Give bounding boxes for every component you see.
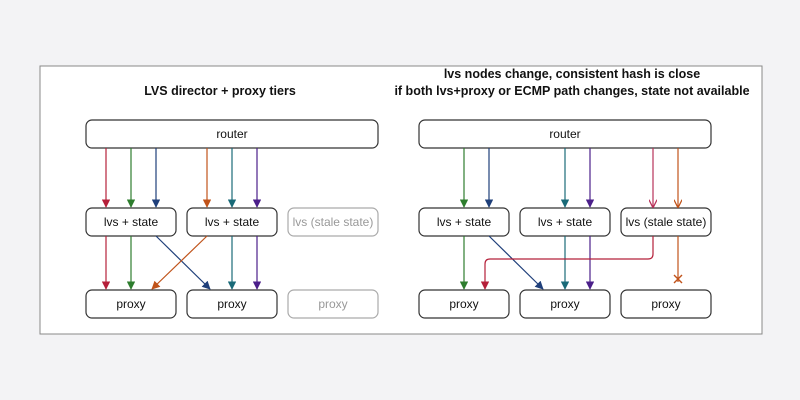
- left-router-label: router: [216, 127, 247, 141]
- left-proxy-box-1: [85, 289, 177, 319]
- left-router-node: router: [85, 119, 379, 149]
- right-arrow-lvs1-proxy2-navy: [488, 235, 544, 290]
- right-proxy-node-2: proxy: [519, 289, 611, 319]
- right-proxy-box-3: [620, 289, 712, 319]
- right-lvs-label-2: lvs + state: [538, 215, 593, 229]
- left-lvs-node-2: lvs + state: [186, 207, 278, 237]
- left-panel: LVS director + proxy tiers router lvs + …: [85, 84, 379, 319]
- right-arrow-lvs3-proxy1-red: [480, 236, 654, 290]
- left-arrow-lvs2-proxy1-orange: [151, 235, 208, 290]
- right-lvs-node-3: lvs (stale state): [620, 207, 712, 237]
- left-proxy-box-3: [287, 289, 379, 319]
- left-lvs-label-2: lvs + state: [205, 215, 260, 229]
- left-proxy-node-1: proxy: [85, 289, 177, 319]
- right-panel-title-line-1: lvs nodes change, consistent hash is clo…: [444, 67, 700, 81]
- blocked-x-icon: [673, 274, 683, 284]
- left-panel-title: LVS director + proxy tiers: [144, 84, 296, 98]
- left-lvs-node-3: lvs (stale state): [287, 207, 379, 237]
- right-proxy-label-3: proxy: [651, 297, 680, 311]
- right-proxy-node-3: proxy: [620, 289, 712, 319]
- right-lvs-label-3: lvs (stale state): [626, 215, 707, 229]
- left-proxy-box-2: [186, 289, 278, 319]
- right-proxy-label-2: proxy: [550, 297, 579, 311]
- right-proxy-box-2: [519, 289, 611, 319]
- left-arrow-lvs1-proxy2-navy: [155, 235, 211, 290]
- left-lvs-box-3: [287, 207, 379, 237]
- right-proxy-node-1: proxy: [418, 289, 510, 319]
- left-lvs-label-3: lvs (stale state): [293, 215, 374, 229]
- right-lvs-label-1: lvs + state: [437, 215, 492, 229]
- right-router-label: router: [549, 127, 580, 141]
- right-lvs-node-2: lvs + state: [519, 207, 611, 237]
- left-proxy-label-2: proxy: [217, 297, 246, 311]
- left-lvs-node-1: lvs + state: [85, 207, 177, 237]
- left-proxy-node-3: proxy: [287, 289, 379, 319]
- right-proxy-box-1: [418, 289, 510, 319]
- right-lvs-node-1: lvs + state: [418, 207, 510, 237]
- left-proxy-label-3: proxy: [318, 297, 347, 311]
- right-panel-title-line-2: if both lvs+proxy or ECMP path changes, …: [394, 84, 749, 98]
- right-lvs-box-3: [620, 207, 712, 237]
- right-panel: lvs nodes change, consistent hash is clo…: [394, 67, 750, 319]
- right-router-node: router: [418, 119, 712, 149]
- right-proxy-label-1: proxy: [449, 297, 478, 311]
- left-proxy-node-2: proxy: [186, 289, 278, 319]
- left-lvs-label-1: lvs + state: [104, 215, 159, 229]
- left-proxy-label-1: proxy: [116, 297, 145, 311]
